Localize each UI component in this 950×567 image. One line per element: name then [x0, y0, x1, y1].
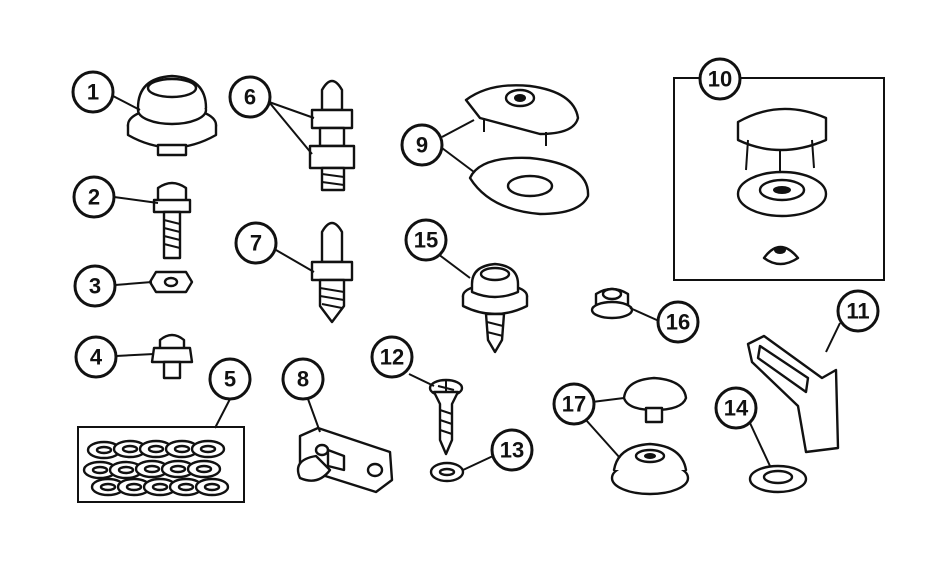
- washer-hole: [143, 464, 161, 474]
- callout-7: 7: [234, 221, 278, 265]
- part-16-small-eyelet: [590, 287, 634, 320]
- washer-hole: [147, 444, 165, 454]
- svg-text:10: 10: [708, 67, 732, 92]
- svg-text:13: 13: [500, 438, 524, 463]
- callout-15: 15: [404, 218, 448, 262]
- washer-hole: [177, 482, 195, 492]
- callout-1: 1: [71, 70, 115, 114]
- svg-text:15: 15: [414, 228, 438, 253]
- callout-12: 12: [370, 335, 414, 379]
- svg-text:17: 17: [562, 392, 586, 417]
- washer-hole: [117, 465, 135, 475]
- leader-lines: [112, 80, 841, 471]
- washer-hole: [95, 445, 113, 455]
- part-7-threaded-stud: [310, 221, 354, 324]
- part-9-oval-base: [464, 84, 590, 216]
- part-12-screw: [428, 378, 464, 456]
- part-6-stud-nuts: [308, 79, 356, 192]
- callout-13: 13: [490, 428, 534, 472]
- svg-text:7: 7: [250, 231, 262, 256]
- washer-hole: [121, 444, 139, 454]
- callout-5: 5: [208, 357, 252, 401]
- part-14-ring-washer: [748, 464, 808, 494]
- washer-hole: [99, 482, 117, 492]
- callout-17: 17: [552, 382, 596, 426]
- svg-text:14: 14: [724, 396, 749, 421]
- svg-text:16: 16: [666, 310, 690, 335]
- washer-hole: [91, 465, 109, 475]
- svg-text:12: 12: [380, 345, 404, 370]
- svg-text:3: 3: [89, 274, 101, 299]
- callout-16: 16: [656, 300, 700, 344]
- washer-hole: [173, 444, 191, 454]
- washer-hole: [169, 464, 187, 474]
- svg-text:2: 2: [88, 185, 100, 210]
- svg-text:8: 8: [297, 367, 309, 392]
- part-4-small-stud: [150, 333, 194, 380]
- callout-14: 14: [714, 386, 758, 430]
- callout-3: 3: [73, 264, 117, 308]
- washer-hole: [195, 464, 213, 474]
- washer-hole: [151, 482, 169, 492]
- svg-text:9: 9: [416, 133, 428, 158]
- svg-text:4: 4: [90, 345, 103, 370]
- callout-10: 10: [698, 57, 742, 101]
- svg-text:1: 1: [87, 80, 99, 105]
- svg-text:6: 6: [244, 85, 256, 110]
- part-8-bracket: [296, 426, 394, 494]
- part-11-lever-clip: [746, 334, 840, 454]
- callout-11: 11: [836, 289, 880, 333]
- svg-text:11: 11: [846, 299, 869, 324]
- part-15-eyelet-screw: [461, 262, 529, 354]
- callout-8: 8: [281, 357, 325, 401]
- callout-4: 4: [74, 335, 118, 379]
- washer-hole: [125, 482, 143, 492]
- part-1-stud-cap: [126, 74, 218, 157]
- part-3-nut: [148, 270, 194, 294]
- part-10-snap-assembly: [673, 77, 885, 281]
- callout-6: 6: [228, 75, 272, 119]
- part-13-washer: [429, 461, 465, 483]
- part-5-washers: [77, 426, 245, 503]
- callout-9: 9: [400, 123, 444, 167]
- part-17-dome-cap: [610, 376, 690, 496]
- callout-2: 2: [72, 175, 116, 219]
- part-2-bolt: [152, 181, 192, 260]
- callout-group: 1 2 3 4 5 6 7 8 9 10 11 12 13 14 15 16 1…: [71, 57, 880, 472]
- washer-hole: [203, 482, 221, 492]
- washer-hole: [199, 444, 217, 454]
- svg-text:5: 5: [224, 367, 236, 392]
